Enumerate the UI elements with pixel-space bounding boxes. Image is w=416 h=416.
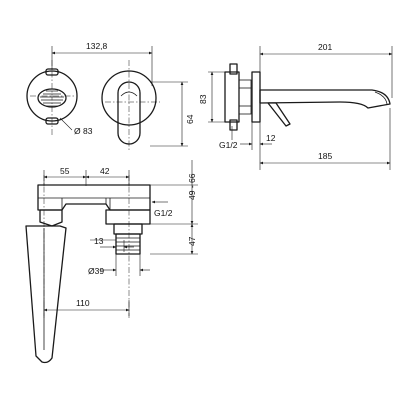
dim-front-depth: 49 - 66: [187, 173, 197, 200]
side-view: 201 83 G1/2 12 185: [198, 42, 393, 170]
plate-tab-bottom: [45, 117, 59, 125]
dim-front-mid: 42: [100, 166, 110, 176]
valve-body: [224, 71, 240, 123]
dim-side-length: 201: [318, 42, 332, 52]
diverter-knob: [37, 88, 67, 108]
dim-front-left: 55: [60, 166, 70, 176]
cartridge-ribs: [116, 237, 140, 251]
dim-front-47: 47: [187, 236, 197, 246]
mixer-lever: [117, 81, 141, 145]
dim-plate-diameter: Ø 83: [74, 126, 93, 136]
dim-front-110: 110: [76, 298, 90, 308]
dim-side-height: 83: [198, 94, 208, 104]
dim-front-13: 13: [94, 236, 104, 246]
front-view-plates: 132,8 Ø 83 64: [26, 41, 195, 152]
front-thread-label: G1/2: [154, 208, 173, 218]
concealed-housing: [37, 184, 151, 211]
cartridge: [238, 79, 252, 115]
dim-plate-height: 64: [185, 114, 195, 124]
side-thread-label: G1/2: [219, 140, 238, 150]
side-lever: [267, 102, 291, 127]
cartridge-body: [115, 233, 141, 255]
diverter-plate: [26, 70, 78, 122]
valve-body-top: [229, 63, 238, 75]
wall-plate: [251, 71, 261, 123]
valve-body-bottom: [229, 119, 238, 131]
mixer-plate: [101, 70, 157, 126]
top-view: 55 42 49 - 66 G1/2 47 13 Ø39 110: [25, 160, 198, 364]
spout-outlet: [374, 91, 388, 105]
dim-side-offset: 12: [266, 133, 276, 143]
spout: [259, 89, 391, 109]
knob-grip-hatching: [40, 90, 64, 107]
cartridge-housing: [105, 209, 151, 225]
lever-detail: [120, 91, 138, 97]
spout-top: [25, 225, 67, 364]
dim-top-width: 132,8: [86, 41, 108, 51]
dim-side-spout: 185: [318, 151, 332, 161]
dim-front-39: Ø39: [88, 266, 104, 276]
left-connection: [39, 209, 63, 227]
cartridge-collar: [113, 223, 143, 235]
